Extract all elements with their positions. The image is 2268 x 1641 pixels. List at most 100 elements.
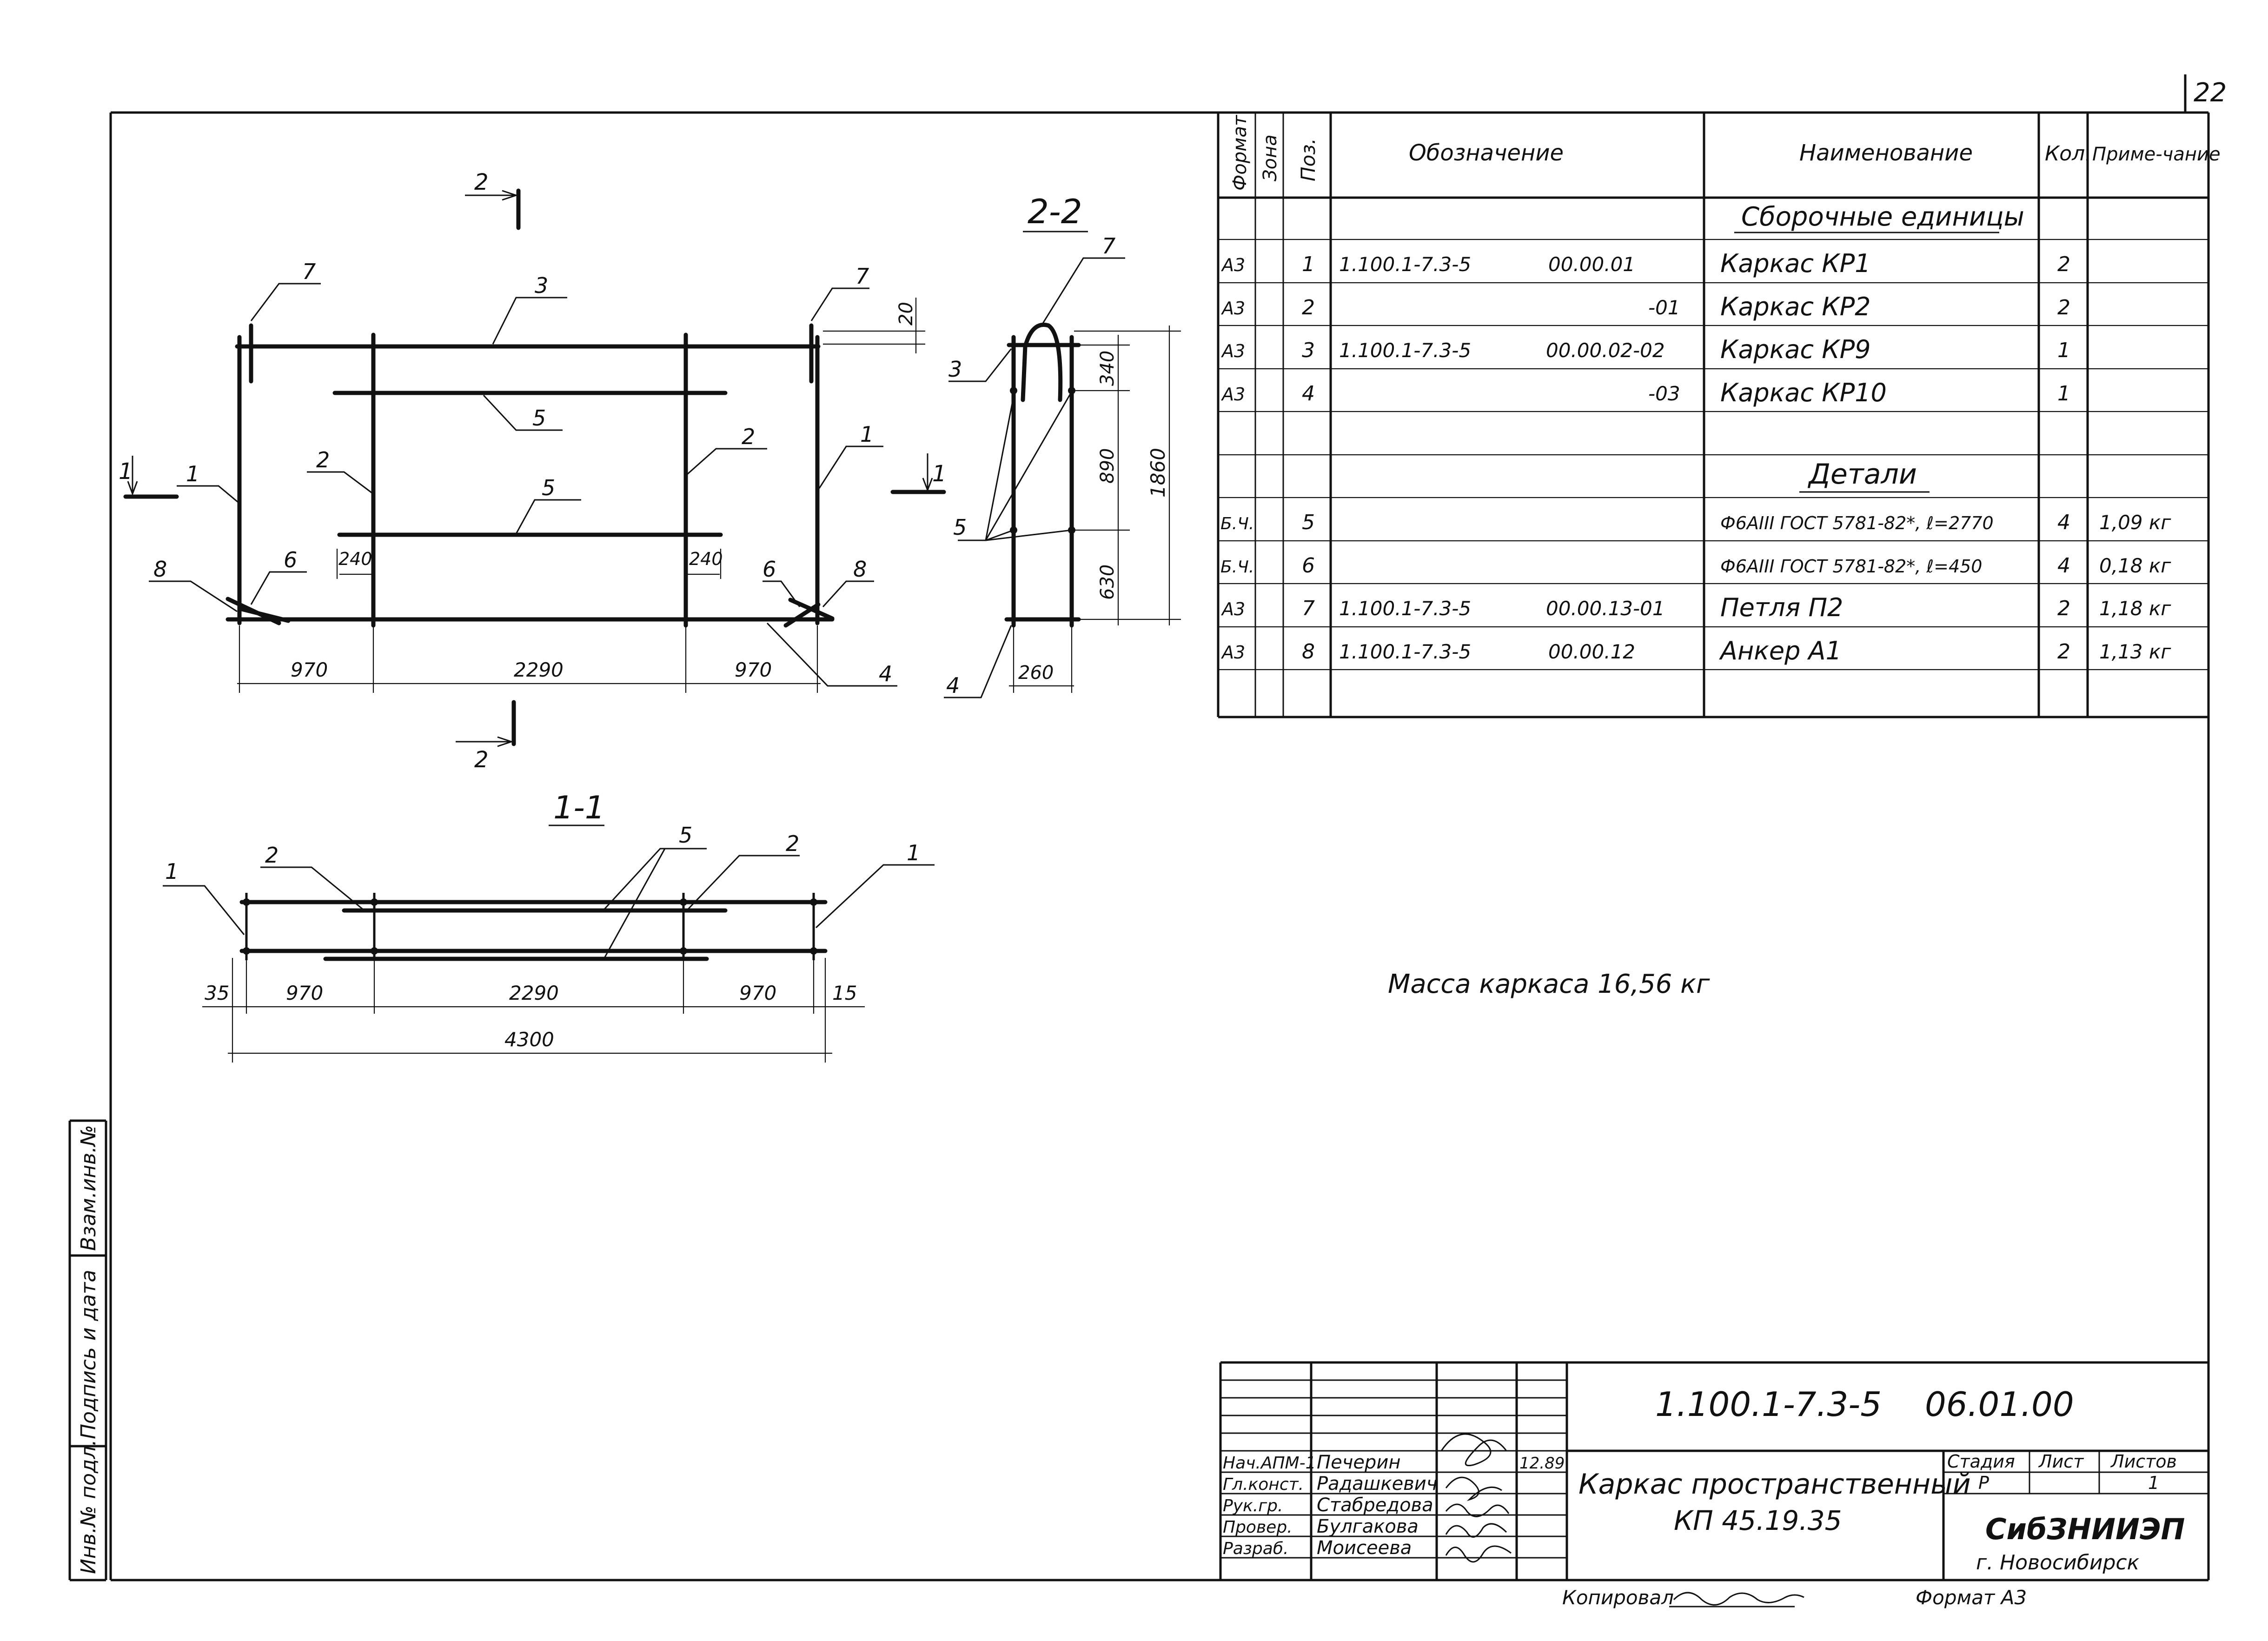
spec-cell-pos: 4 — [1302, 382, 1315, 405]
spec-header-format: Формат — [1229, 114, 1251, 191]
s11-leader-2-left: 2 — [265, 843, 279, 868]
spec-header-name: Наименование — [1799, 140, 1973, 166]
dim-240-right: 240 — [689, 549, 723, 569]
spec-cell-qty: 4 — [2057, 511, 2070, 534]
spec-cell-name: Ф6АIII ГОСТ 5781-82*, ℓ=2770 — [1720, 513, 1994, 533]
role-name: Радашкевич — [1317, 1473, 1437, 1495]
plan-view: 2 2 1 1 20 240 240 970 2290 970 — [119, 169, 947, 773]
s11-leader-1-left: 1 — [165, 859, 179, 884]
title-sheets-value: 1 — [2148, 1473, 2159, 1493]
signature-marks — [1440, 1433, 1512, 1563]
spec-cell-code: -01 — [1648, 296, 1680, 319]
spec-header-zone: Зона — [1260, 134, 1281, 181]
spec-cell-doc: 1.100.1-7.3-5 — [1339, 597, 1471, 620]
spec-header-designation: Обозначение — [1409, 140, 1564, 166]
spec-cell-doc: 1.100.1-7.3-5 — [1339, 339, 1471, 362]
s22-dim-340: 340 — [1097, 351, 1118, 386]
spec-cell-format: А3 — [1220, 642, 1245, 663]
s11-dim-15: 15 — [832, 982, 857, 1004]
spec-cell-pos: 1 — [1302, 252, 1315, 276]
dim-240-left: 240 — [338, 549, 372, 569]
spec-cell-note: 1,18 кг — [2099, 597, 2171, 620]
spec-cell-format: А3 — [1220, 341, 1245, 361]
section-2-2-view: 2-2 7 3 5 4 340 890 630 1860 — [944, 192, 1181, 698]
spec-cell-pos: 6 — [1302, 554, 1315, 578]
section-mark-1-left: 1 — [119, 458, 133, 485]
leader-8-right: 8 — [853, 557, 867, 582]
spec-header-qty: Кол. — [2045, 142, 2091, 166]
spec-cell-name: Ф6АIII ГОСТ 5781-82*, ℓ=450 — [1720, 556, 1983, 577]
section-1-1-view: 1-1 2 5 2 1 1 35 970 2290 9 — [163, 790, 935, 1063]
spec-cell-name: Каркас КР10 — [1720, 378, 1887, 407]
title-line-2: КП 45.19.35 — [1674, 1505, 1842, 1536]
s22-leader-5: 5 — [953, 515, 967, 540]
spec-cell-qty: 2 — [2057, 640, 2070, 664]
title-stage-value: Р — [1978, 1473, 1989, 1493]
leader-1-right: 1 — [860, 422, 874, 447]
spec-cell-format: А3 — [1220, 384, 1245, 405]
role-name: Стабредова — [1317, 1495, 1433, 1516]
role-label: Гл.конст. — [1223, 1475, 1304, 1494]
title-sheets-label: Листов — [2110, 1451, 2177, 1472]
leader-5-lower: 5 — [542, 475, 555, 500]
section-mark-2-top: 2 — [474, 169, 489, 195]
spec-row: А3 8 1.100.1-7.3-5 00.00.12 Анкер А1 2 1… — [1220, 636, 2171, 665]
spec-cell-pos: 3 — [1302, 339, 1315, 362]
spec-row: Б.Ч. 5 Ф6АIII ГОСТ 5781-82*, ℓ=2770 4 1,… — [1220, 511, 2171, 534]
spec-row: А3 4 -03 Каркас КР10 1 — [1220, 378, 2070, 407]
title-org: СибЗНИИЭП — [1985, 1512, 2185, 1546]
s11-leader-1-right: 1 — [907, 840, 920, 865]
spec-cell-format: Б.Ч. — [1220, 514, 1254, 533]
s22-dim-1860: 1860 — [1147, 448, 1169, 498]
role-name: Моисеева — [1317, 1537, 1412, 1559]
spec-header-note: Приме-чание — [2092, 144, 2221, 165]
spec-cell-note: 0,18 кг — [2099, 554, 2171, 577]
spec-cell-pos: 5 — [1302, 511, 1315, 534]
title-document: 1.100.1-7.3-5 — [1655, 1385, 1882, 1424]
role-label: Провер. — [1223, 1518, 1293, 1537]
s11-leader-2-right: 2 — [786, 831, 799, 856]
spec-cell-code: 00.00.12 — [1548, 640, 1635, 663]
section-mark-1-right: 1 — [932, 461, 947, 487]
spec-table: Формат Зона Поз. Обозначение Наименовани… — [1217, 113, 2221, 718]
spec-row-lines — [1218, 239, 2208, 671]
s22-leader-4: 4 — [946, 673, 960, 698]
spec-row: А3 1 1.100.1-7.3-5 00.00.01 Каркас КР1 2 — [1220, 249, 2070, 278]
spec-cell-pos: 8 — [1302, 640, 1315, 664]
role-label: Рук.гр. — [1223, 1496, 1283, 1515]
s22-leader-7: 7 — [1102, 233, 1115, 259]
spec-cell-code: 00.00.13-01 — [1546, 597, 1665, 620]
leader-3: 3 — [535, 273, 548, 298]
spec-cell-name: Анкер А1 — [1719, 636, 1842, 665]
s22-dim-630: 630 — [1097, 565, 1118, 600]
leader-6-right: 6 — [763, 557, 776, 582]
s11-dim-35: 35 — [205, 982, 229, 1004]
spec-section-assembly: Сборочные единицы — [1741, 202, 2024, 232]
spec-cell-format: А3 — [1220, 599, 1245, 619]
leader-6-left: 6 — [284, 547, 297, 572]
spec-cell-pos: 7 — [1302, 597, 1315, 620]
spec-cell-format: Б.Ч. — [1220, 558, 1254, 577]
s11-dim-970-right: 970 — [739, 982, 776, 1004]
spec-cell-qty: 2 — [2057, 597, 2070, 620]
leader-2-right: 2 — [742, 424, 755, 449]
spec-cell-qty: 2 — [2057, 252, 2070, 276]
spec-cell-code: 00.00.01 — [1548, 253, 1635, 276]
spec-row: А3 3 1.100.1-7.3-5 00.00.02-02 Каркас КР… — [1220, 335, 2070, 364]
role-label: Разраб. — [1223, 1539, 1288, 1558]
section-2-2-title: 2-2 — [1028, 192, 1082, 231]
side-stamp: Инв.№ подл. Подпись и дата Взам.инв.№ — [68, 1119, 107, 1581]
s11-dim-4300: 4300 — [504, 1028, 554, 1051]
leader-8-left: 8 — [153, 557, 167, 582]
spec-cell-format: А3 — [1220, 255, 1245, 275]
leader-7-left: 7 — [302, 259, 316, 284]
title-date: 12.89 — [1519, 1454, 1565, 1473]
spec-cell-doc: 1.100.1-7.3-5 — [1339, 640, 1471, 663]
spec-cell-doc: 1.100.1-7.3-5 — [1339, 253, 1471, 276]
title-block: 1.100.1-7.3-5 06.01.00 Каркас пространст… — [1219, 1361, 2208, 1580]
sheet-frame: 22 — [109, 74, 2227, 1581]
format-label: Формат А3 — [1916, 1586, 2027, 1609]
side-stamp-signature: Подпись и дата — [77, 1270, 100, 1439]
title-city: г. Новосибирск — [1976, 1551, 2140, 1575]
